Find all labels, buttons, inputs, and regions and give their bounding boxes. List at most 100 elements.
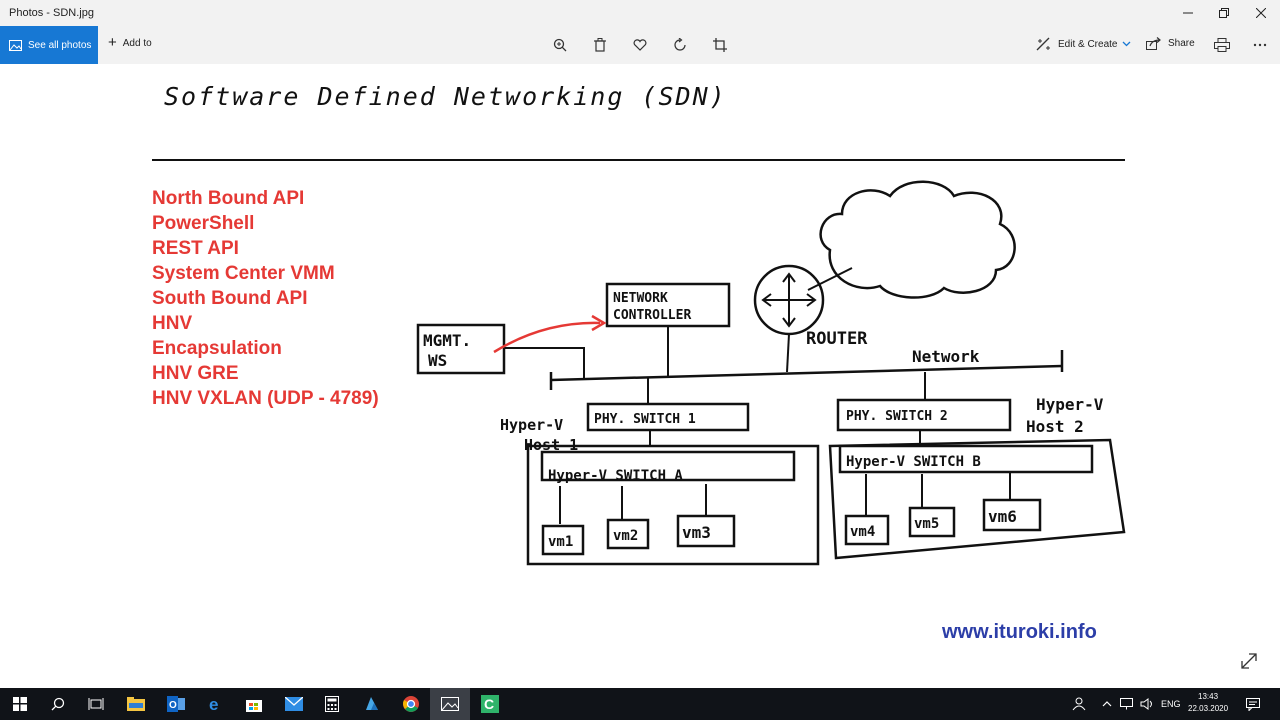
- share-icon: [1146, 37, 1161, 50]
- host2-label-2: Host 2: [1026, 417, 1084, 436]
- delete-icon: [594, 38, 606, 52]
- controller-label-2: CONTROLLER: [613, 308, 691, 323]
- svg-text:e: e: [209, 696, 218, 712]
- start-button[interactable]: [0, 688, 40, 720]
- taskbar-calculator[interactable]: [312, 688, 352, 720]
- network-label: Network: [912, 347, 980, 366]
- list-item: HNV GRE: [152, 363, 239, 384]
- taskbar-chrome[interactable]: [391, 688, 431, 720]
- crop-icon: [713, 38, 727, 52]
- api-arrow: [493, 321, 601, 354]
- people-icon[interactable]: [1072, 688, 1086, 720]
- close-button[interactable]: [1243, 0, 1279, 26]
- host1-label-1: Hyper-V: [500, 416, 563, 434]
- camtasia-icon: C: [481, 695, 499, 713]
- windows-start-icon: [13, 697, 27, 711]
- controller-label-1: NETWORK: [613, 291, 668, 306]
- hyperv-switch-a-label: Hyper-V SWITCH A: [548, 468, 683, 484]
- see-all-photos-button[interactable]: See all photos: [0, 26, 98, 64]
- edit-create-button[interactable]: Edit & Create: [1036, 37, 1131, 51]
- chrome-icon: [403, 696, 419, 712]
- api-list: North Bound API PowerShell REST API Syst…: [152, 186, 379, 411]
- share-button[interactable]: Share: [1146, 37, 1195, 50]
- vm1-label: vm1: [548, 534, 573, 550]
- taskbar-azure[interactable]: [352, 688, 392, 720]
- clock-time: 13:43: [1198, 692, 1219, 701]
- taskbar: O e C ENG 13:43 22.03.2020: [0, 688, 1280, 720]
- maximize-button[interactable]: [1206, 0, 1242, 26]
- photos-toolbar: See all photos + Add to Edit & Create Sh…: [0, 26, 1280, 64]
- taskbar-file-explorer[interactable]: [116, 688, 156, 720]
- azure-icon: [366, 697, 378, 710]
- store-icon: [246, 700, 262, 712]
- svg-text:O: O: [169, 700, 177, 711]
- cloud-link: [807, 267, 853, 291]
- minimize-button[interactable]: [1170, 0, 1206, 26]
- photo-image: [146, 72, 1134, 632]
- restore-icon: [1219, 8, 1229, 18]
- notifications-button[interactable]: [1246, 688, 1260, 720]
- edge-icon: e: [209, 696, 218, 712]
- close-icon: [1256, 8, 1266, 18]
- file-explorer-icon: [127, 697, 145, 711]
- slide-title: Software Defined Networking (SDN): [164, 82, 727, 111]
- taskbar-mail[interactable]: [274, 688, 314, 720]
- volume-icon[interactable]: [1140, 688, 1154, 720]
- delete-button[interactable]: [590, 35, 610, 55]
- vm5-label: vm5: [914, 516, 939, 532]
- fullscreen-button[interactable]: [1240, 652, 1258, 675]
- search-button[interactable]: [38, 688, 78, 720]
- mgmt-ws-label-2: WS: [428, 351, 447, 370]
- zoom-button[interactable]: [550, 35, 570, 55]
- taskbar-edge[interactable]: e: [196, 688, 236, 720]
- favorite-icon: [633, 39, 647, 51]
- show-hidden-icons-button[interactable]: [1102, 688, 1112, 720]
- task-view-button[interactable]: [76, 688, 116, 720]
- task-view-icon: [88, 698, 104, 710]
- edit-create-icon: [1036, 37, 1050, 51]
- vm2-box: [606, 518, 650, 550]
- taskbar-camtasia[interactable]: C: [470, 688, 510, 720]
- list-item: South Bound API: [152, 288, 308, 309]
- taskbar-store[interactable]: [234, 688, 274, 720]
- vm4-box: [844, 514, 890, 546]
- network-tray-icon[interactable]: [1120, 688, 1134, 720]
- search-icon: [51, 697, 65, 711]
- phy-switch-1-label: PHY. SWITCH 1: [594, 412, 696, 427]
- taskbar-photos[interactable]: [430, 688, 470, 720]
- list-item: HNV VXLAN (UDP - 4789): [152, 388, 379, 409]
- vm5-box: [908, 506, 956, 538]
- rotate-icon: [674, 38, 686, 51]
- taskbar-clock[interactable]: 13:43 22.03.2020: [1188, 691, 1228, 715]
- list-item: PowerShell: [152, 213, 255, 234]
- more-icon: [1253, 43, 1267, 47]
- taskbar-outlook[interactable]: O: [156, 688, 196, 720]
- print-icon: [1214, 38, 1230, 52]
- photos-icon: [9, 39, 22, 51]
- phy-switch-2-label: PHY. SWITCH 2: [846, 409, 948, 424]
- host1-box: [526, 444, 820, 566]
- rotate-button[interactable]: [670, 35, 690, 55]
- title-bar: Photos - SDN.jpg: [0, 0, 1280, 26]
- list-item: System Center VMM: [152, 263, 335, 284]
- list-item: HNV: [152, 313, 193, 334]
- more-options-button[interactable]: [1250, 35, 1270, 55]
- calculator-icon: [325, 696, 339, 712]
- crop-button[interactable]: [710, 35, 730, 55]
- vm3-label: vm3: [682, 523, 711, 542]
- print-button[interactable]: [1212, 35, 1232, 55]
- add-to-button[interactable]: + Add to: [108, 35, 152, 50]
- list-item: REST API: [152, 238, 239, 259]
- window-title: Photos - SDN.jpg: [9, 7, 94, 19]
- router-label: ROUTER: [806, 329, 868, 349]
- vm2-label: vm2: [613, 528, 638, 544]
- minimize-icon: [1183, 12, 1193, 14]
- svg-text:C: C: [484, 696, 494, 712]
- host2-box: [828, 438, 1126, 560]
- notification-icon: [1246, 697, 1260, 711]
- language-indicator[interactable]: ENG: [1161, 699, 1181, 709]
- expand-icon: [1241, 653, 1257, 669]
- favorite-button[interactable]: [630, 35, 650, 55]
- vm1-box: [541, 524, 585, 556]
